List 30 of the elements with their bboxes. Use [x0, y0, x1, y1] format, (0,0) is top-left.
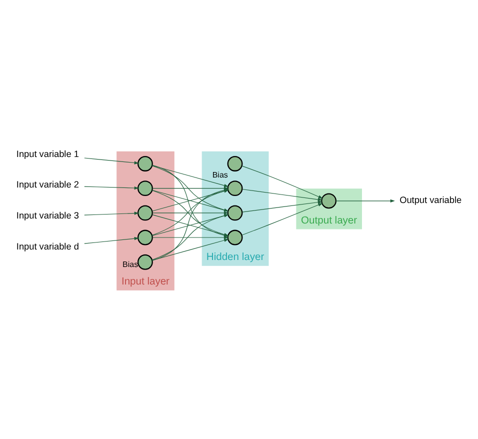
node-text: Input variable 2	[16, 180, 79, 190]
arrow	[152, 165, 229, 188]
arrow	[152, 211, 229, 215]
arrow	[336, 199, 395, 203]
node-circle	[227, 205, 243, 221]
arrow	[152, 236, 229, 240]
node-circle	[137, 180, 153, 196]
node-text: Input variable 3	[16, 210, 79, 221]
arrow	[242, 166, 323, 199]
arrow	[242, 203, 323, 236]
node-circle	[227, 230, 243, 246]
arrow	[242, 188, 322, 202]
arrow	[152, 186, 229, 190]
node-circle	[137, 230, 153, 246]
arrow	[84, 158, 139, 164]
node-circle	[321, 193, 337, 209]
arrow	[152, 238, 229, 261]
arrow	[84, 186, 139, 190]
arrow	[84, 236, 139, 244]
node-circle	[137, 205, 153, 221]
arrow	[84, 212, 139, 216]
node-circle	[227, 156, 243, 172]
arrow	[242, 200, 322, 212]
node-circle	[137, 156, 153, 172]
cluster: Output layer	[296, 188, 362, 230]
node-text: Input variable 1	[16, 148, 79, 159]
node-circle	[137, 254, 153, 270]
node-text: Output variable	[400, 195, 462, 206]
node-circle	[227, 180, 243, 196]
node-text: Input variable d	[16, 241, 79, 252]
